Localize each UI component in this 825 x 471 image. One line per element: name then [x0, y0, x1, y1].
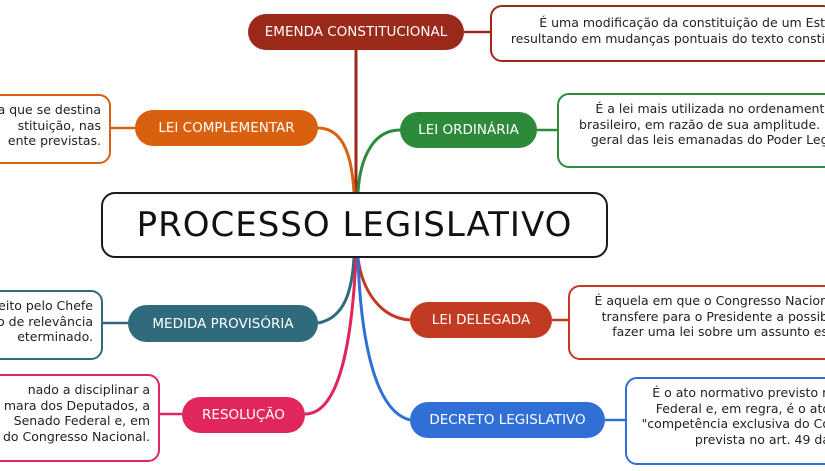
branch-medida-provisoria: MEDIDA PROVISÓRIA: [128, 305, 318, 342]
link-medida: [317, 257, 356, 325]
branch-lei-delegada: LEI DELEGADA: [410, 302, 552, 338]
link-delegada: [356, 257, 411, 322]
note-decreto-legislativo: É o ato normativo previsto n Federal e, …: [625, 377, 825, 465]
central-topic: PROCESSO LEGISLATIVO: [101, 192, 608, 258]
branch-emenda-constitucional: EMENDA CONSTITUCIONAL: [248, 14, 464, 50]
note-emenda-constitucional: É uma modificação da constituição de um …: [490, 5, 825, 62]
link-resolucao: [304, 257, 358, 416]
note-medida-provisoria: eito pelo Chefe o de relevância etermina…: [0, 290, 103, 360]
note-lei-complementar: a que se destina stituição, nas ente pre…: [0, 94, 111, 164]
note-resolucao: nado a disciplinar a mara dos Deputados,…: [0, 374, 160, 462]
note-lei-delegada: É aquela em que o Congresso Nacion trans…: [568, 285, 825, 360]
link-decreto: [356, 257, 411, 422]
link-ordinaria: [356, 128, 401, 193]
branch-lei-complementar: LEI COMPLEMENTAR: [135, 110, 318, 146]
note-lei-ordinaria: É a lei mais utilizada no ordenamento br…: [557, 93, 825, 168]
branch-decreto-legislativo: DECRETO LEGISLATIVO: [410, 402, 605, 438]
link-complementar: [317, 126, 356, 193]
branch-resolucao: RESOLUÇÃO: [182, 397, 305, 433]
branch-lei-ordinaria: LEI ORDINÁRIA: [400, 112, 537, 148]
